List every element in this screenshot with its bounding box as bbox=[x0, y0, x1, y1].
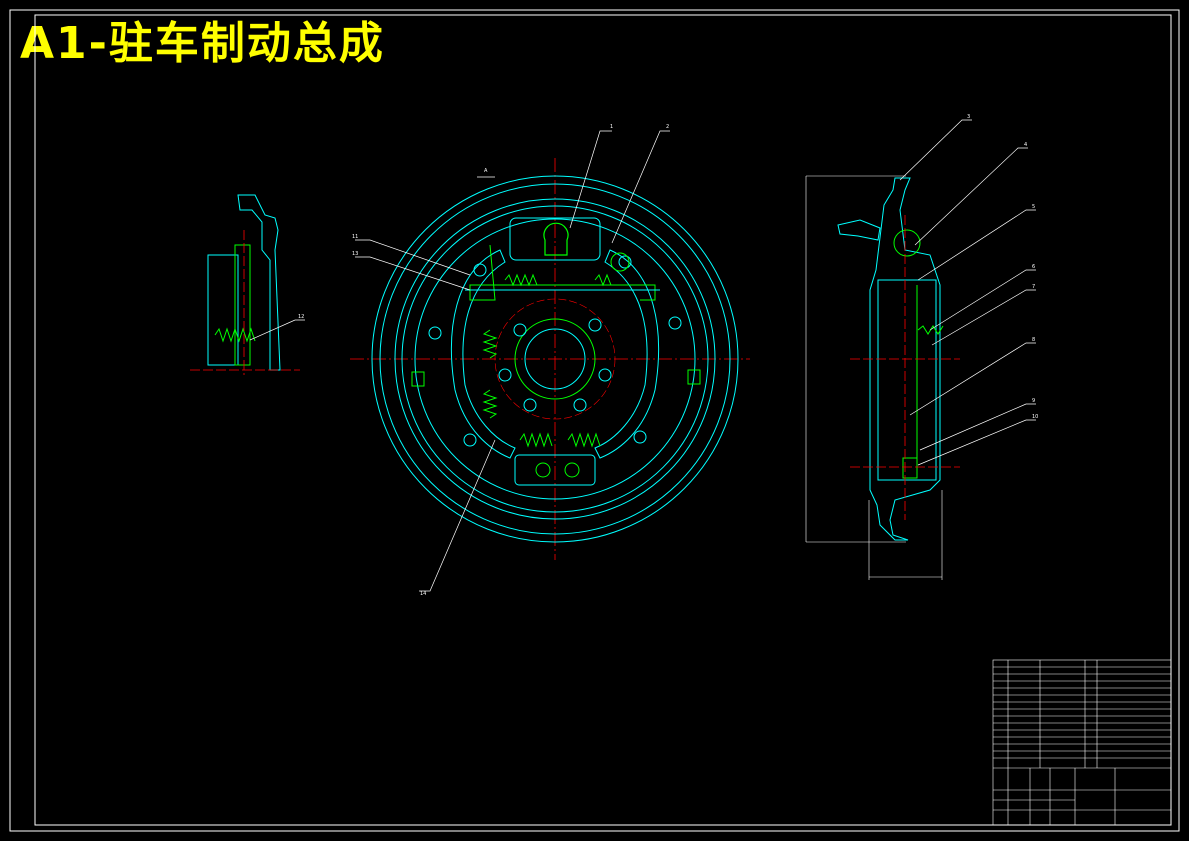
side-shoe-section bbox=[877, 279, 937, 481]
hub-outer bbox=[514, 318, 596, 400]
wheel-cylinder-keyhole bbox=[543, 222, 569, 256]
left-brake-shoe bbox=[450, 249, 516, 459]
hub-bolt-holes bbox=[428, 255, 682, 447]
detail-spring bbox=[214, 327, 256, 343]
front-callout-11: 11 bbox=[352, 234, 358, 240]
side-adjuster bbox=[893, 229, 921, 257]
anchor-pin-left bbox=[535, 462, 551, 478]
section-mark-label: A bbox=[484, 168, 488, 174]
sheet-title: A1-驻车制动总成 bbox=[20, 18, 385, 69]
front-callout-13: 13 bbox=[352, 251, 358, 257]
drum-ring-3 bbox=[394, 198, 716, 520]
sheet-inner-border bbox=[34, 14, 1172, 826]
drum-ring-2 bbox=[379, 183, 731, 535]
upper-return-spring-2 bbox=[594, 273, 612, 287]
anchor-pin-right bbox=[564, 462, 580, 478]
side-callout-4: 4 bbox=[1024, 142, 1027, 148]
wheel-cylinder bbox=[509, 217, 601, 261]
side-callout-5: 5 bbox=[1032, 204, 1035, 210]
right-brake-shoe bbox=[594, 249, 660, 459]
front-view: A 1 2 11 13 14 bbox=[350, 124, 750, 597]
side-callout-9: 9 bbox=[1032, 398, 1035, 404]
sheet-outer-border bbox=[9, 9, 1180, 832]
detail-inner bbox=[234, 244, 251, 366]
hub-bore bbox=[524, 328, 586, 390]
front-callout-1: 1 bbox=[610, 124, 613, 130]
drum-ring-4 bbox=[401, 205, 709, 513]
front-callout-2: 2 bbox=[666, 124, 669, 130]
side-view: 3 4 5 6 7 8 9 10 bbox=[805, 114, 1038, 580]
lower-return-spring-left bbox=[519, 432, 553, 448]
side-callout-3: 3 bbox=[967, 114, 970, 120]
side-drum-profile bbox=[869, 177, 941, 541]
detail-callout-12: 12 bbox=[298, 314, 304, 320]
drum-outer-ring bbox=[371, 175, 739, 543]
hold-down-spring-left bbox=[482, 329, 498, 359]
lower-return-spring-right bbox=[567, 432, 601, 448]
side-callout-6: 6 bbox=[1032, 264, 1035, 270]
detail-plate bbox=[207, 254, 239, 366]
title-block-grid bbox=[993, 768, 1171, 825]
side-dimensions bbox=[805, 175, 943, 580]
hub-bolt-circle bbox=[494, 298, 616, 420]
bracket-left bbox=[411, 371, 425, 387]
drum-ring-5 bbox=[414, 218, 696, 500]
parking-lever bbox=[469, 244, 656, 301]
bracket-right bbox=[687, 369, 701, 385]
upper-return-spring bbox=[504, 273, 538, 287]
side-nut bbox=[902, 457, 918, 479]
detail-view: 12 bbox=[190, 194, 305, 375]
side-callout-7: 7 bbox=[1032, 284, 1035, 290]
side-bleeder bbox=[837, 219, 881, 241]
side-callout-10: 10 bbox=[1032, 414, 1038, 420]
hold-down-spring-left-2 bbox=[482, 389, 498, 419]
title-block bbox=[992, 659, 1172, 826]
side-leaders bbox=[899, 119, 1036, 466]
anchor-block bbox=[514, 454, 596, 486]
adjuster-wheel bbox=[610, 252, 630, 272]
front-leaders bbox=[355, 130, 670, 592]
parts-list-frame bbox=[992, 659, 1172, 826]
parts-list-rows bbox=[993, 666, 1171, 769]
detail-leader bbox=[249, 319, 305, 341]
side-callout-8: 8 bbox=[1032, 337, 1035, 343]
front-callout-14: 14 bbox=[420, 591, 426, 597]
